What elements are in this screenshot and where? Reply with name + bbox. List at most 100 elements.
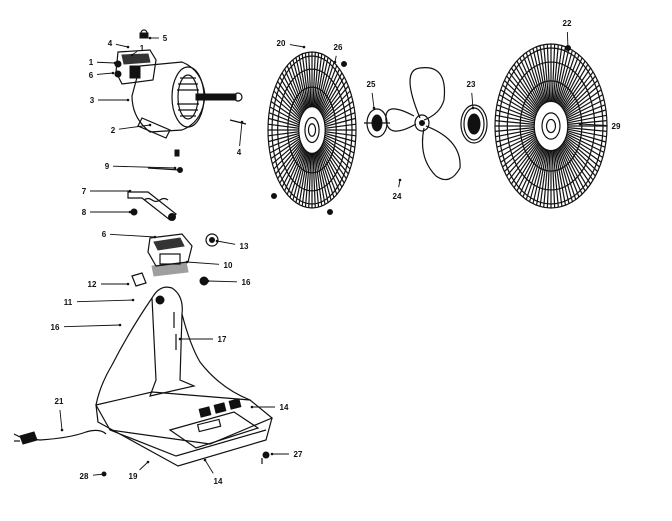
leader-dot — [103, 472, 107, 476]
leader-dot — [126, 98, 130, 102]
callout-c24: 24 — [393, 178, 402, 201]
leader-dot — [118, 323, 122, 327]
leader-dot — [185, 260, 189, 264]
callout-number: 24 — [393, 192, 402, 201]
callout-c13: 13 — [215, 239, 249, 251]
leader-line — [112, 165, 176, 169]
leader-line — [96, 72, 114, 75]
leader-dot — [178, 337, 182, 341]
leader-line — [96, 61, 116, 64]
screw-9 — [147, 149, 183, 173]
callout-c27: 27 — [270, 450, 303, 459]
leader-dot — [215, 239, 219, 243]
motor-assembly — [114, 29, 247, 139]
callout-c25: 25 — [367, 80, 376, 110]
leader-dot — [126, 282, 130, 286]
callout-number: 1 — [89, 58, 94, 67]
leader-dot — [111, 71, 115, 75]
callout-number: 29 — [612, 122, 621, 131]
leader-line — [371, 92, 375, 109]
leader-line — [579, 123, 608, 126]
callout-number: 4 — [108, 39, 113, 48]
callout-c28: 28 — [80, 472, 107, 481]
leader-line — [566, 31, 569, 49]
front-grille — [494, 43, 608, 209]
leader-dot — [60, 428, 64, 432]
callout-c10: 10 — [185, 260, 233, 270]
callout-number: 10 — [224, 261, 233, 270]
callout-c23: 23 — [467, 80, 476, 110]
callout-c4b: 4 — [237, 120, 244, 157]
callout-number: 13 — [240, 242, 249, 251]
leader-dot — [270, 452, 274, 456]
leader-dot — [126, 45, 130, 49]
callout-c19: 19 — [129, 460, 150, 481]
leader-line — [239, 121, 243, 147]
leader-dot — [333, 60, 337, 64]
callout-number: 3 — [90, 96, 95, 105]
leader-dot — [128, 189, 132, 193]
fan-blade — [385, 67, 461, 181]
leader-line — [139, 461, 149, 471]
leader-dot — [471, 106, 475, 110]
callout-number: 8 — [82, 208, 87, 217]
callout-c22: 22 — [563, 19, 572, 50]
leader-dot — [113, 61, 117, 65]
leader-dot — [130, 53, 134, 57]
spinner-nut — [460, 104, 488, 144]
leader-dot — [398, 178, 402, 182]
callout-number: 7 — [82, 187, 87, 196]
callout-number: 4 — [237, 148, 242, 157]
leader-line — [92, 473, 106, 476]
callout-c20: 20 — [277, 39, 306, 49]
leader-line — [115, 43, 129, 48]
callout-number: 5 — [163, 34, 168, 43]
callout-c17: 17 — [178, 335, 227, 344]
callout-number: 12 — [88, 280, 97, 289]
callout-c29: 29 — [578, 122, 621, 131]
callout-number: 14 — [214, 477, 223, 486]
leader-dot — [153, 235, 157, 239]
leader-dot — [131, 298, 135, 302]
callout-number: 25 — [367, 80, 376, 89]
callout-c14b: 14 — [203, 458, 223, 486]
callout-number: 11 — [64, 298, 73, 307]
leader-line — [216, 240, 236, 245]
callout-c16b: 16 — [51, 323, 122, 332]
callout-number: 22 — [563, 19, 572, 28]
leader-dot — [250, 405, 254, 409]
callout-c1a: 1 — [130, 44, 145, 57]
callout-number: 16 — [242, 278, 251, 287]
leader-dot — [206, 279, 210, 283]
blade-hub — [364, 108, 390, 138]
callout-number: 9 — [105, 162, 110, 171]
callout-c2: 2 — [111, 123, 152, 135]
callout-c12: 12 — [88, 280, 130, 289]
callout-c9: 9 — [105, 162, 177, 171]
leader-dot — [203, 458, 207, 462]
callout-c7: 7 — [82, 187, 132, 196]
callout-number: 1 — [140, 44, 145, 53]
callout-number: 6 — [102, 230, 107, 239]
callout-number: 16 — [51, 323, 60, 332]
rear-grille — [267, 51, 357, 215]
callout-c4a: 4 — [108, 39, 130, 49]
leader-line — [118, 124, 151, 130]
leader-dot — [302, 45, 306, 49]
motor-vent-slots — [177, 77, 199, 117]
leader-line — [76, 299, 134, 303]
leader-dot — [146, 460, 150, 464]
callout-number: 17 — [218, 335, 227, 344]
callout-c16a: 16 — [206, 278, 251, 287]
callout-number: 21 — [55, 397, 64, 406]
leader-line — [186, 261, 220, 265]
leader-dot — [128, 210, 132, 214]
leader-dot — [148, 36, 152, 40]
callout-c6b: 6 — [102, 230, 157, 239]
stand-and-base — [95, 286, 274, 467]
leader-line — [63, 324, 121, 328]
callout-c5: 5 — [148, 34, 168, 43]
